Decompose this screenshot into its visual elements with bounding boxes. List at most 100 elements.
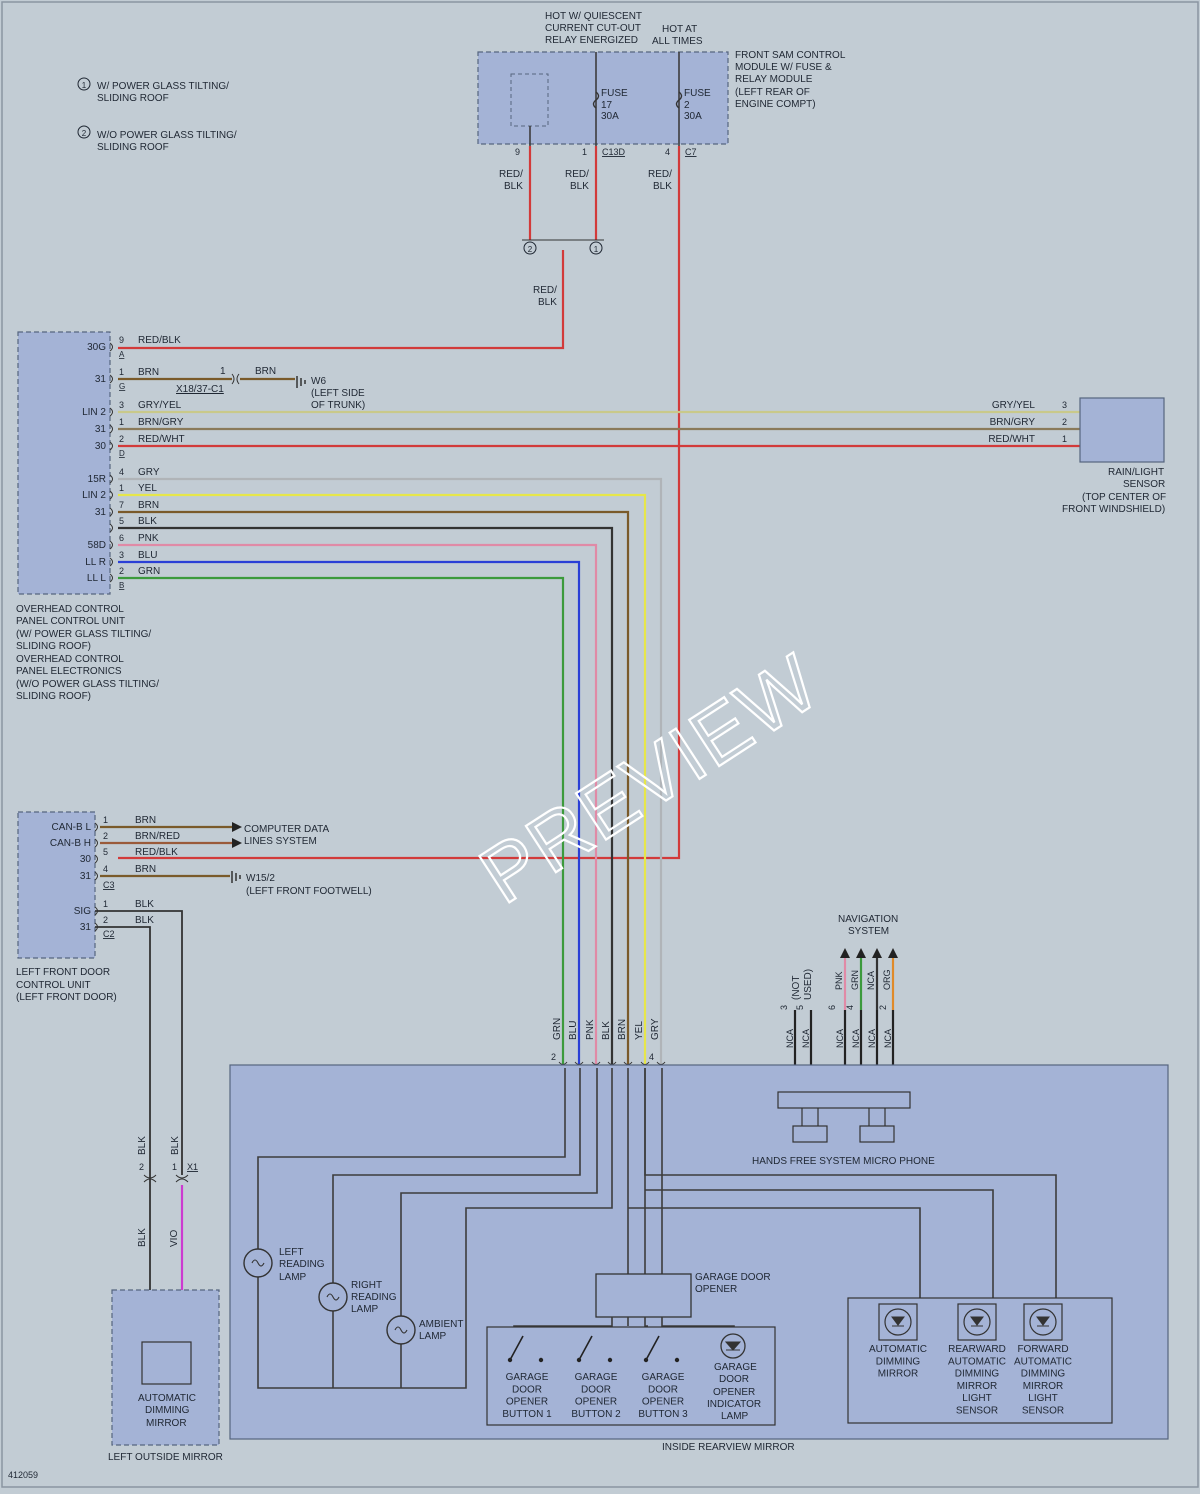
ground-w15-icon xyxy=(231,871,241,883)
rain-pin-num: 1 xyxy=(1062,434,1067,444)
left-outside-mirror: BLK BLK 2 1 X1 BLK VIO AUTOMATIC DIMMING… xyxy=(95,910,223,1463)
ground-conn-x18: X18/37-C1 xyxy=(176,384,224,395)
nav-nca-label: NCA xyxy=(851,1029,861,1048)
overhead-pin-num: 3 xyxy=(119,400,124,410)
overhead-pin-num: 1 xyxy=(119,483,124,493)
door-caption-2: CONTROL UNIT xyxy=(16,980,91,991)
overhead-pin-num: 9 xyxy=(119,335,124,345)
sensor-label: AUTOMATIC xyxy=(869,1344,927,1355)
sensor-label: AUTOMATIC xyxy=(1014,1356,1072,1367)
fuse17-amps: 30A xyxy=(601,111,619,122)
pin-terminal xyxy=(109,557,113,567)
pin-4: 4 xyxy=(665,147,670,157)
indicator-2: DOOR xyxy=(719,1374,749,1385)
mirror-input-wire-label: BLK xyxy=(601,1021,612,1040)
mirror-input-wire-label: YEL xyxy=(634,1021,645,1040)
nav-wire-label: ORG xyxy=(882,969,892,990)
overhead-wire-label: GRY/YEL xyxy=(138,400,182,411)
sensor-label: REARWARD xyxy=(948,1344,1006,1355)
door-c2-wire-label: BLK xyxy=(135,915,154,926)
door-caption-3: (LEFT FRONT DOOR) xyxy=(16,992,117,1003)
pin-terminal xyxy=(94,822,98,832)
nav-wire-label: PNK xyxy=(834,971,844,990)
om-label-2: DIMMING xyxy=(145,1405,190,1416)
pin-terminal xyxy=(109,540,113,550)
microphone-bar xyxy=(777,1091,911,1109)
door-pin-label: 31 xyxy=(80,871,92,882)
door-pin-label: CAN-B H xyxy=(50,838,91,849)
fuse17-num: 17 xyxy=(601,100,613,111)
microphone-element-2 xyxy=(859,1125,895,1143)
overhead-pin-num: 2 xyxy=(119,434,124,444)
ground-w6-2: (LEFT SIDE xyxy=(311,388,365,399)
pin-terminal xyxy=(94,838,98,848)
garage-button-label: BUTTON 1 xyxy=(502,1409,552,1420)
mirror-input-pin: 2 xyxy=(551,1052,556,1062)
wire-brn xyxy=(118,510,630,1065)
switch-lever-icon xyxy=(509,1335,524,1361)
overhead-pin-num: 5 xyxy=(119,516,124,526)
ground-w15-2: (LEFT FRONT FOOTWELL) xyxy=(246,886,372,897)
nav-arrow-icon xyxy=(856,948,866,958)
door-pin-num: 5 xyxy=(103,847,108,857)
hot-quiescent-3: RELAY ENERGIZED xyxy=(545,35,638,46)
garage-button-label: BUTTON 3 xyxy=(638,1409,688,1420)
garage-button-label: GARAGE xyxy=(506,1372,549,1383)
rain-wire-label: BRN/GRY xyxy=(990,417,1036,428)
overhead-wire-label: BLK xyxy=(138,516,157,527)
door-box xyxy=(17,811,96,959)
splice-1: 1 xyxy=(594,245,599,254)
overhead-pin-label: 31 xyxy=(95,374,107,385)
top-red-wires: RED/ BLK RED/ BLK RED/ BLK 2 1 RED/ BLK xyxy=(118,146,681,860)
rain-caption-1: RAIN/LIGHT xyxy=(1108,467,1164,478)
overhead-conn-letter: A xyxy=(119,350,125,359)
garage-button-label: GARAGE xyxy=(575,1372,618,1383)
ambient-lamp-2: LAMP xyxy=(419,1331,447,1342)
pin-terminal xyxy=(109,474,113,484)
indicator-1: GARAGE xyxy=(714,1362,757,1373)
om-wire-bottom-2: VIO xyxy=(169,1230,180,1247)
rain-caption-2: SENSOR xyxy=(1123,479,1165,490)
nav-not-used-1: (NOT xyxy=(791,976,802,1000)
overhead-pin-label: LL L xyxy=(87,573,107,584)
sensor-label: AUTOMATIC xyxy=(948,1356,1006,1367)
garage-button-label: OPENER xyxy=(506,1397,548,1408)
microphone-element-1 xyxy=(792,1125,828,1143)
nav-nca-label: NCA xyxy=(867,1029,877,1048)
pin-terminal xyxy=(109,490,113,500)
nav-nca-label: NCA xyxy=(883,1029,893,1048)
om-wire-top-1: BLK xyxy=(137,1136,148,1155)
overhead-pin-label: 15R xyxy=(88,474,106,485)
left-lamp-2: READING xyxy=(279,1259,325,1270)
left-lamp-1: LEFT xyxy=(279,1247,303,1258)
note2-line1: W/O POWER GLASS TILTING/ xyxy=(97,130,237,141)
overhead-wire-label: BRN xyxy=(138,500,159,511)
nav-pin-5: 5 xyxy=(795,1005,805,1010)
right-lamp-1: RIGHT xyxy=(351,1280,382,1291)
overhead-pin-label: LIN 2 xyxy=(82,490,106,501)
sensor-label: DIMMING xyxy=(876,1356,921,1367)
nav-nca-label: NCA xyxy=(801,1029,811,1048)
button-contact xyxy=(607,1357,613,1363)
rain-wire-label: RED/WHT xyxy=(988,434,1035,445)
sensor-label: MIRROR xyxy=(878,1369,919,1380)
overhead-pin-num: 2 xyxy=(119,566,124,576)
garage-opener-1: GARAGE DOOR xyxy=(695,1272,771,1283)
om-label-1: AUTOMATIC xyxy=(138,1393,196,1404)
ground-w6-1: W6 xyxy=(311,376,326,387)
nav-wire-label: NCA xyxy=(866,971,876,990)
sensor-label: DIMMING xyxy=(955,1369,1000,1380)
overhead-caption-4: SLIDING ROOF) xyxy=(16,641,91,652)
garage-opener-2: OPENER xyxy=(695,1284,737,1295)
overhead-wire-label: YEL xyxy=(138,483,157,494)
overhead-pin-label: 31 xyxy=(95,507,107,518)
sam-label-2: MODULE W/ FUSE & xyxy=(735,62,832,73)
outside-mirror-element xyxy=(141,1341,192,1385)
sam-module: HOT W/ QUIESCENT CURRENT CUT-OUT RELAY E… xyxy=(477,11,846,157)
ground-connector-symbol xyxy=(231,373,240,385)
hot-all-1: HOT AT xyxy=(662,24,697,35)
overhead-wire-label: RED/BLK xyxy=(138,335,181,346)
note2-line2: SLIDING ROOF xyxy=(97,142,169,153)
ground-pin: 1 xyxy=(220,366,226,377)
